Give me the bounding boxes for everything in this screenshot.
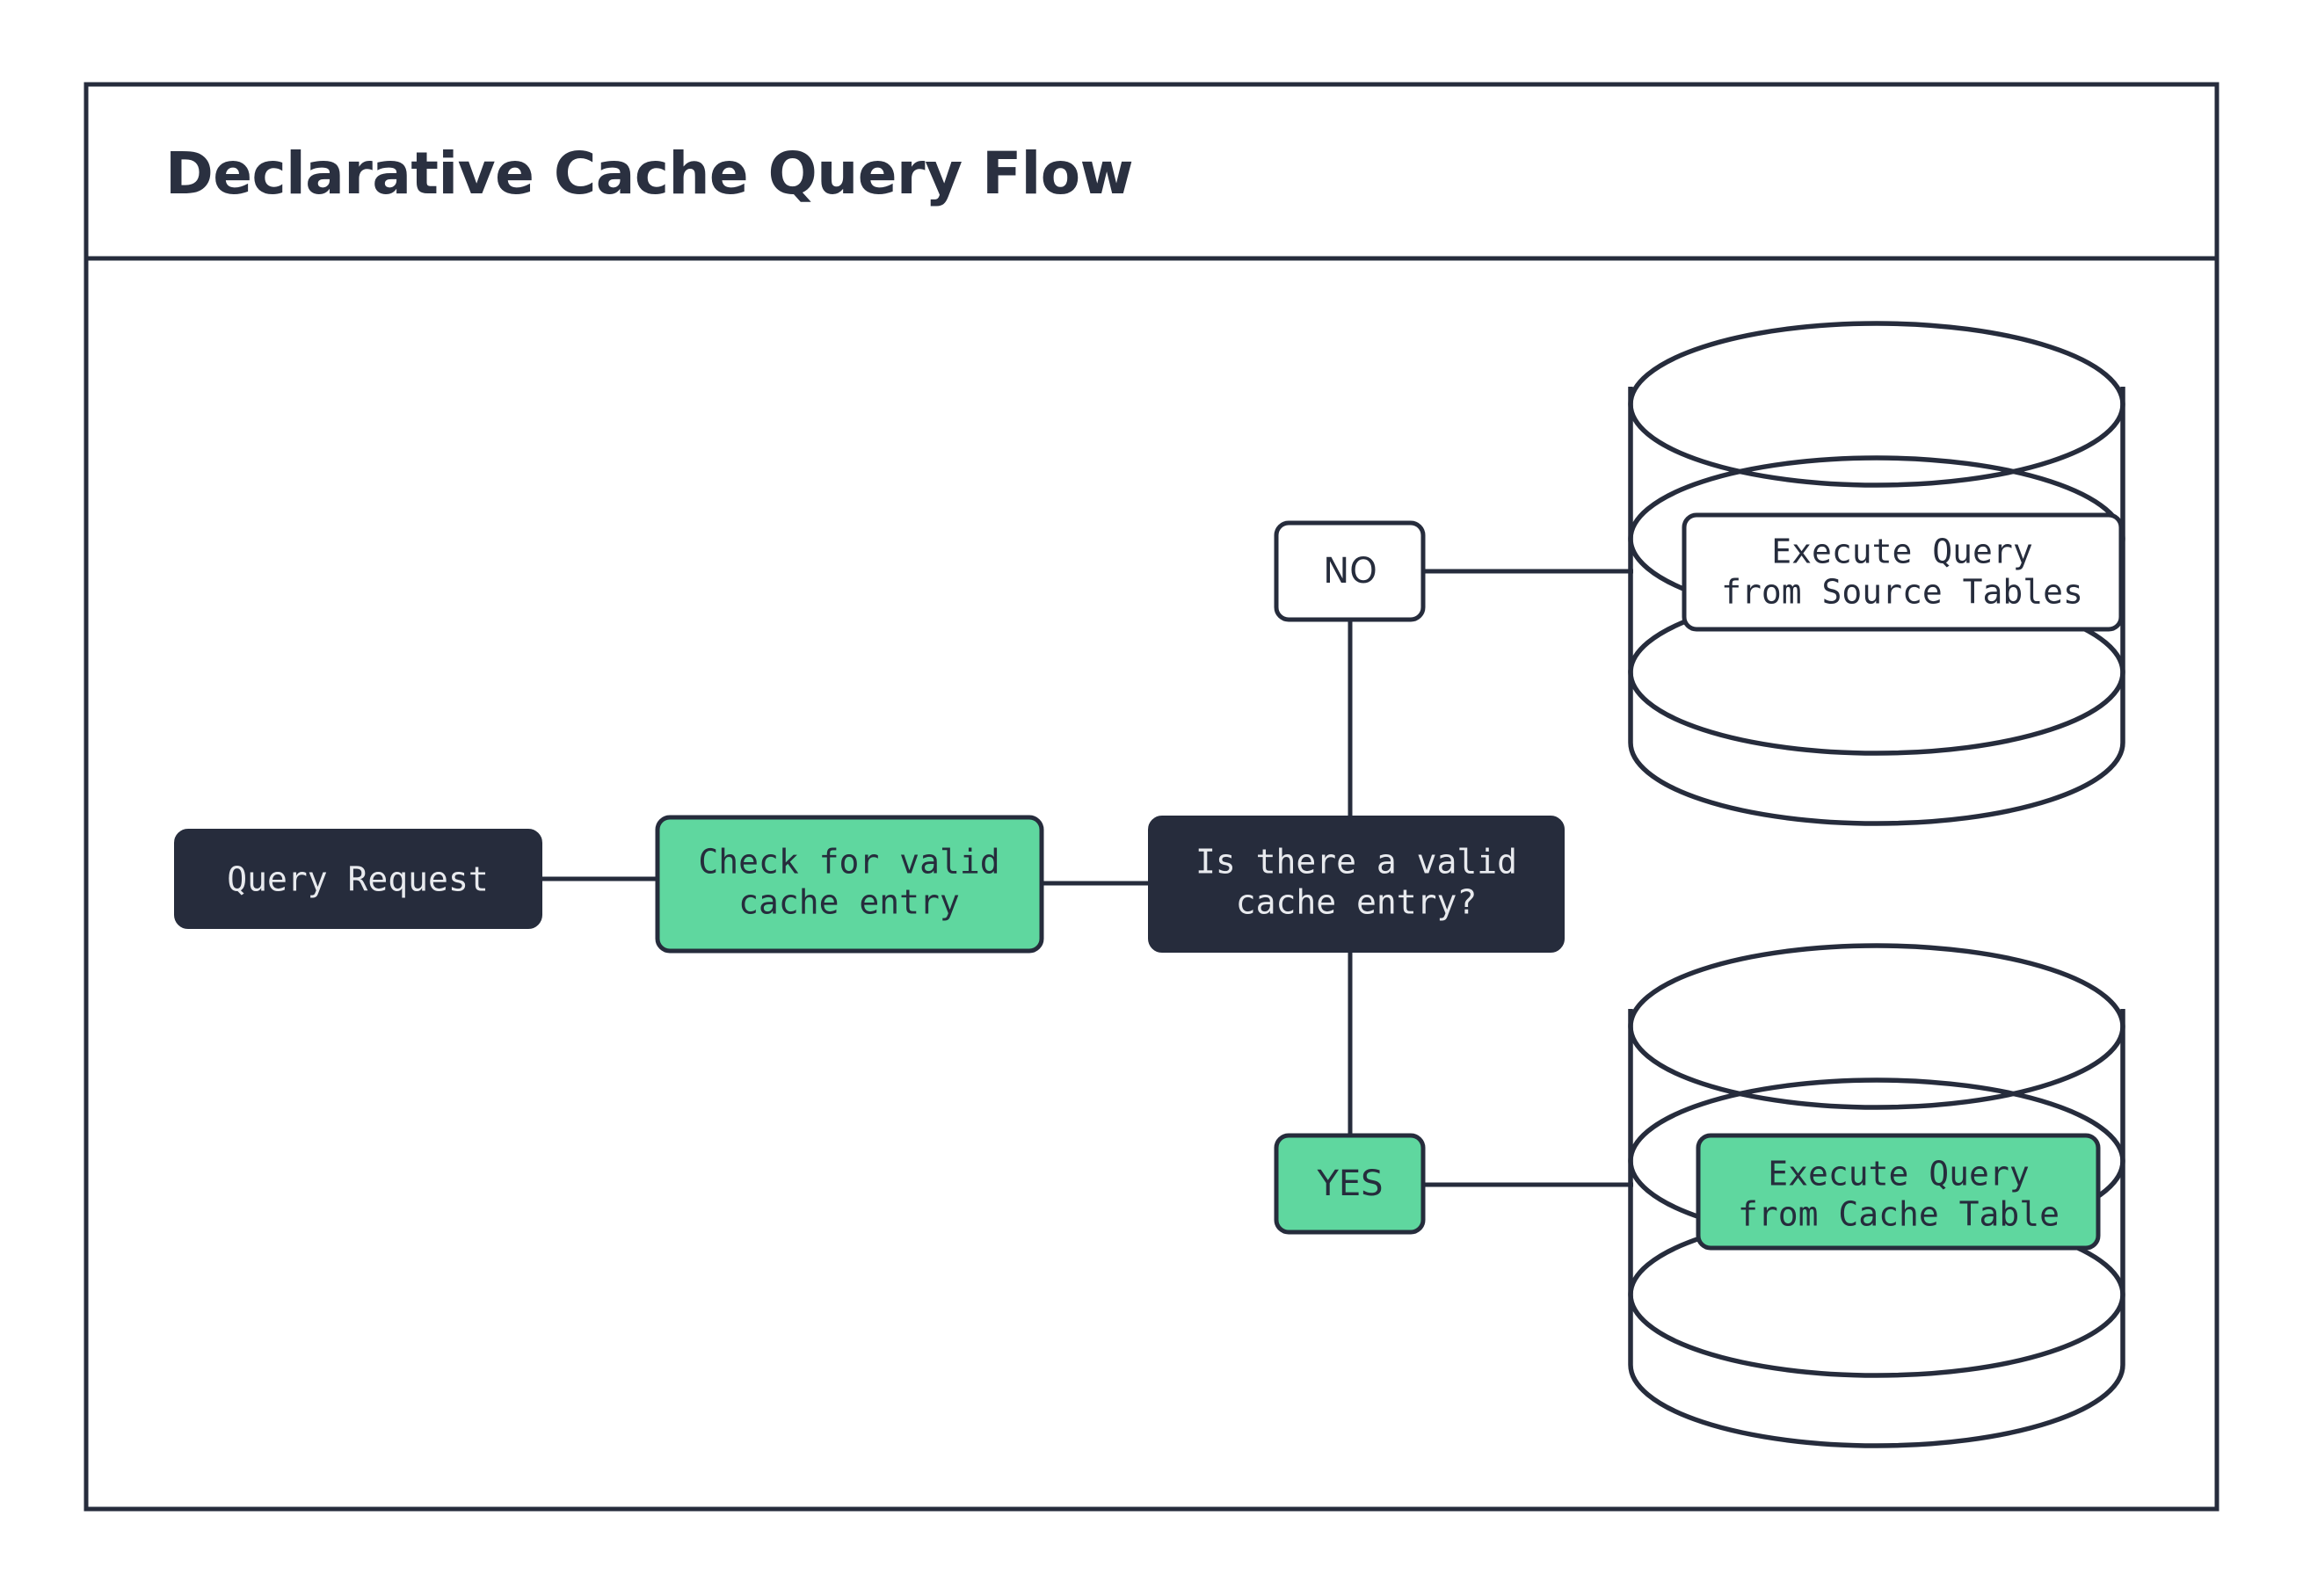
check-cache-box <box>655 815 1044 954</box>
source-db-disc-1 <box>1628 321 2125 488</box>
source-db-label-line1: Execute Query <box>1771 533 2032 571</box>
cache-db-label-line1: Execute Query <box>1768 1155 2029 1193</box>
check-cache-label-line1: Check for valid <box>698 843 999 881</box>
node-query-request[interactable]: Query Request <box>174 829 542 929</box>
decision-box <box>1148 816 1565 953</box>
node-decision[interactable]: Is there a valid cache entry? <box>1148 816 1565 953</box>
cache-db-label-plate <box>1696 1133 2101 1251</box>
cache-db-bottom-cap <box>1628 1364 2125 1448</box>
query-request-label: Query Request <box>227 860 488 899</box>
yes-box <box>1274 1133 1426 1235</box>
no-box <box>1274 520 1426 622</box>
decision-label-line2: cache entry? <box>1236 883 1478 922</box>
source-db-label-plate <box>1682 512 2124 632</box>
source-database-cylinder[interactable]: Execute Query from Source Tables <box>1628 321 2125 826</box>
node-check-cache[interactable]: Check for valid cache entry <box>655 815 1044 954</box>
yes-label: YES <box>1316 1164 1383 1204</box>
diagram-frame <box>84 82 2219 1512</box>
cache-db-label-line2: from Cache Table <box>1738 1195 2060 1234</box>
cache-db-disc-1 <box>1628 943 2125 1110</box>
page-title: Declarative Cache Query Flow <box>165 140 1133 207</box>
source-db-label-line2: from Source Tables <box>1721 573 2083 612</box>
cache-database-cylinder[interactable]: Execute Query from Cache Table <box>1628 943 2125 1448</box>
decision-label-line1: Is there a valid <box>1195 843 1517 881</box>
branch-label-yes[interactable]: YES <box>1274 1133 1426 1235</box>
check-cache-label-line2: cache entry <box>738 883 960 922</box>
branch-label-no[interactable]: NO <box>1274 520 1426 622</box>
no-label: NO <box>1323 551 1377 591</box>
query-request-box <box>174 829 542 929</box>
source-db-bottom-cap <box>1628 742 2125 826</box>
